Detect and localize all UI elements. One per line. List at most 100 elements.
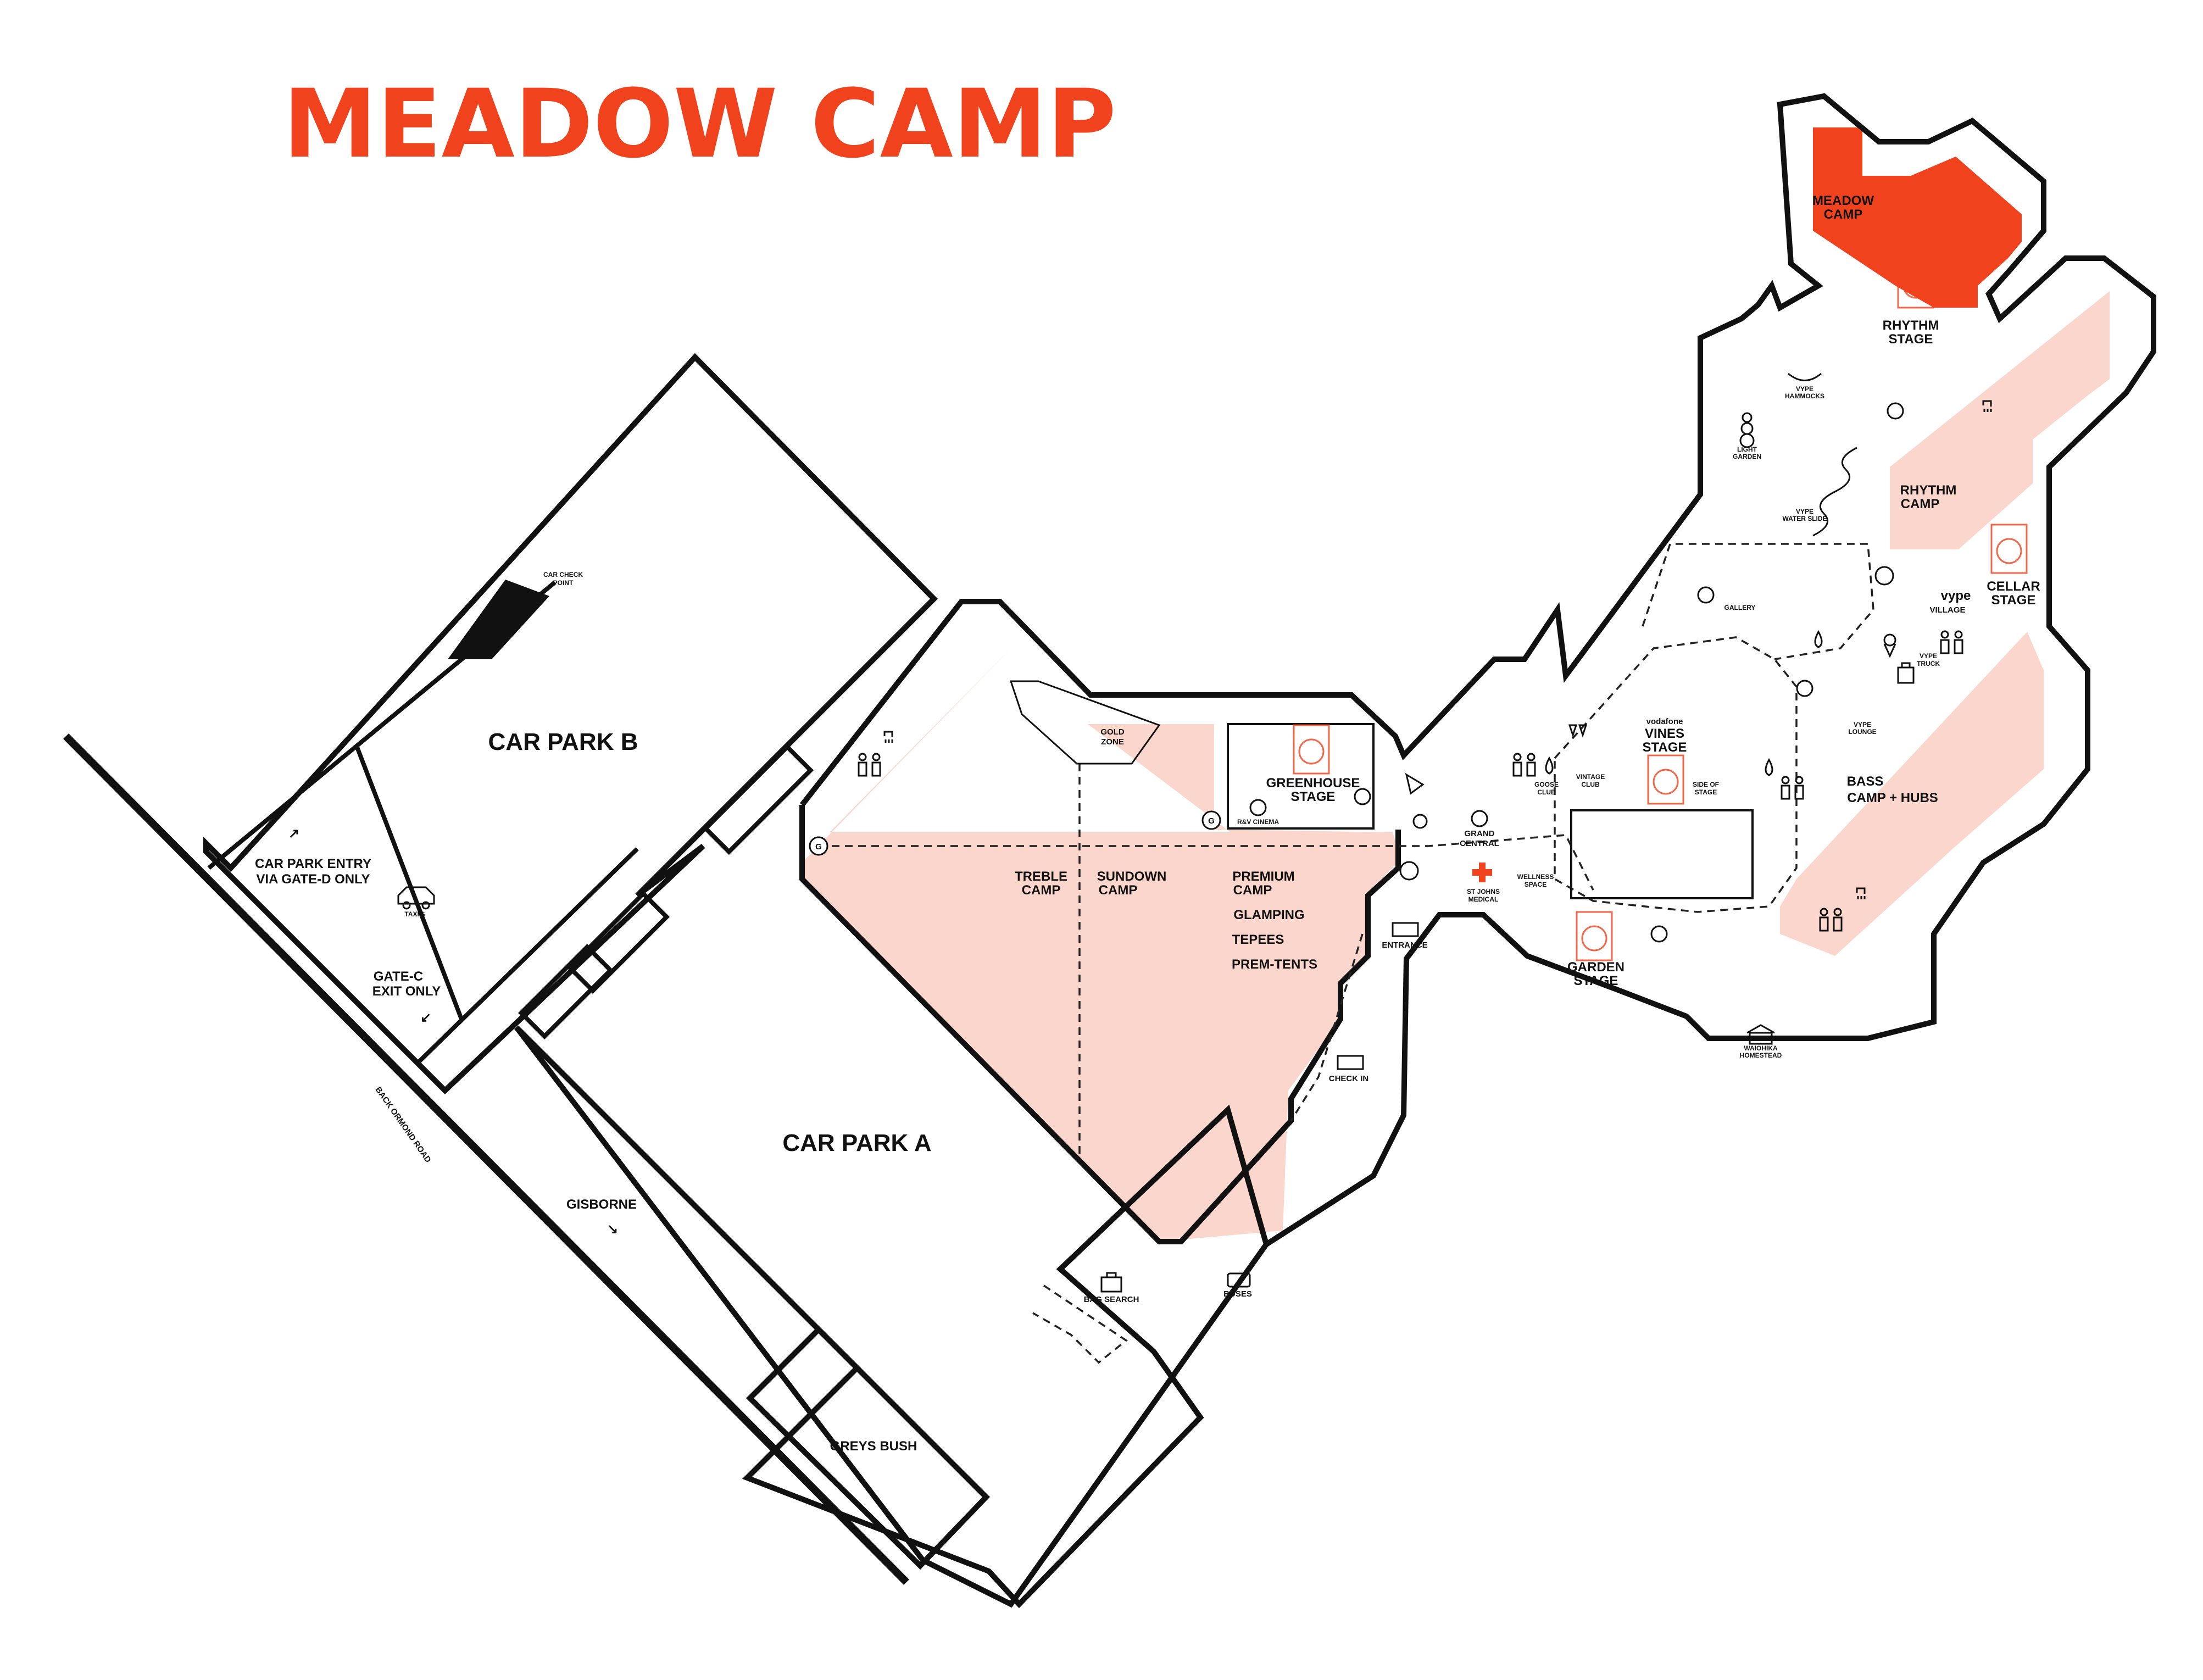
label-goose-club-2: CLUB <box>1537 788 1556 796</box>
info-icon <box>1887 402 1904 420</box>
homestead-icon <box>1746 1024 1775 1045</box>
speaker-icon <box>1647 754 1684 805</box>
label-vines-brand: vodafone <box>1646 717 1683 726</box>
money-icon <box>1874 566 1894 586</box>
label-vype-village: VILLAGE <box>1929 605 1965 615</box>
label-car-check-1: CAR CHECK <box>543 571 583 578</box>
info-icon <box>1471 810 1488 827</box>
toilet-icon <box>858 753 881 777</box>
label-vines-stage-1: VINES <box>1645 726 1684 741</box>
medical-cross-icon <box>1472 863 1492 882</box>
label-check-in: CHECK IN <box>1329 1074 1369 1083</box>
label-bass-camp-1: BASS <box>1847 774 1884 789</box>
money-icon <box>1399 861 1419 881</box>
cinema-icon <box>1249 799 1267 816</box>
taxi-icon <box>397 886 435 910</box>
toilet-icon <box>1940 630 1963 654</box>
treble-sundown-premium-zone <box>805 646 1401 1242</box>
label-light-garden-2: GARDEN <box>1733 453 1761 460</box>
label-cellar-stage-1: CELLAR <box>1987 579 2040 594</box>
label-sundown-camp-2: CAMP <box>1099 883 1138 898</box>
label-glamping: GLAMPING <box>1233 908 1304 922</box>
car-park-divider-1 <box>566 890 670 994</box>
label-taxis: TAXI'S <box>404 910 425 918</box>
label-garden-stage-1: GARDEN <box>1567 960 1625 975</box>
car-park-a-outline <box>514 1025 1270 1609</box>
ticket-icon <box>1392 922 1419 937</box>
label-vines-stage-2: STAGE <box>1643 740 1687 755</box>
label-vintage-club-1: VINTAGE <box>1576 773 1605 781</box>
speaker-icon <box>1897 258 1934 309</box>
label-car-park-b: CAR PARK B <box>488 728 638 755</box>
label-gold-zone-2: ZONE <box>1101 737 1124 747</box>
food-icon <box>1412 814 1428 829</box>
label-waiohika-1: WAIOHIKA <box>1744 1044 1778 1052</box>
arrow-entry-icon: ↗ <box>288 826 299 841</box>
label-wellness-1: WELLNESS <box>1517 873 1554 881</box>
path-north <box>1642 543 1874 660</box>
toilet-icon <box>1819 908 1843 932</box>
info-icon <box>1697 586 1715 604</box>
label-tepees: TEPEES <box>1232 932 1284 947</box>
label-side-of-stage-1: SIDE OF <box>1693 781 1719 788</box>
label-st-johns-2: MEDICAL <box>1468 895 1499 903</box>
gold-marker: G <box>1201 810 1221 830</box>
tree-icon <box>1739 412 1755 448</box>
label-rv-cinema: R&V CINEMA <box>1237 818 1279 826</box>
svg-text:G: G <box>1208 816 1215 826</box>
bus-icon <box>1227 1272 1251 1288</box>
label-greys-bush: GREYS BUSH <box>830 1439 917 1454</box>
ice-cream-icon <box>1883 633 1896 658</box>
label-vype-truck-1: VYPE <box>1920 652 1937 660</box>
map-title: MEADOW CAMP <box>283 69 1116 179</box>
label-grand-central-2: CENTRAL <box>1460 839 1499 848</box>
toilet-icon <box>1781 776 1804 800</box>
label-vype-hammocks-2: HAMMOCKS <box>1785 392 1824 400</box>
festival-boundary <box>800 93 2156 1247</box>
pizza-icon <box>1405 772 1425 795</box>
label-car-check-2: POINT <box>553 579 574 587</box>
info-icon <box>1796 680 1813 697</box>
label-vype-water-slide-1: VYPE <box>1796 508 1813 515</box>
label-premium-camp-1: PREMIUM <box>1232 869 1294 884</box>
car-park-b-outline <box>203 353 938 1094</box>
path-vines-loop <box>1554 636 1798 913</box>
label-wellness-2: SPACE <box>1525 881 1546 888</box>
speaker-icon <box>1576 911 1613 961</box>
label-vintage-club-2: CLUB <box>1581 781 1600 788</box>
label-greenhouse-stage-1: GREENHOUSE <box>1266 776 1360 791</box>
drink-icon <box>1568 724 1588 738</box>
back-ormond-road <box>63 733 909 1585</box>
bag-icon <box>1100 1272 1122 1293</box>
hammock-icon <box>1788 372 1822 381</box>
gate-c-lane <box>355 746 464 1020</box>
label-vype-lounge-1: VYPE <box>1854 721 1871 728</box>
vines-arena <box>1570 809 1754 899</box>
label-gate-c-1: GATE-C <box>374 969 423 984</box>
label-cellar-stage-2: STAGE <box>1991 593 2036 608</box>
label-premium-camp-2: CAMP <box>1233 883 1272 898</box>
label-vype-truck-2: TRUCK <box>1917 660 1940 667</box>
label-gallery: GALLERY <box>1724 604 1756 611</box>
car-check-point-block <box>448 580 549 659</box>
label-rhythm-stage-2: STAGE <box>1889 332 1933 347</box>
label-meadow-camp-2: CAMP <box>1824 207 1863 222</box>
greys-bush-outline <box>746 1325 990 1570</box>
path-main <box>819 834 1594 891</box>
meadow-camp-zone <box>1813 127 2022 308</box>
greenhouse-box <box>1227 723 1375 830</box>
water-drop-icon <box>1765 758 1773 776</box>
label-gate-c-2: EXIT ONLY <box>372 984 441 999</box>
label-sundown-camp-1: SUNDOWN <box>1097 869 1167 884</box>
speaker-icon <box>1990 524 2028 574</box>
shower-icon <box>1856 887 1866 899</box>
label-rhythm-camp-1: RHYTHM <box>1900 483 1957 498</box>
car-park-divider-2 <box>518 944 614 1039</box>
label-vype-lounge-2: LOUNGE <box>1848 728 1876 736</box>
rhythm-camp-zone <box>1890 291 2110 549</box>
ticket-icon <box>1337 1055 1364 1070</box>
arrow-exit-icon: ↙ <box>420 1010 431 1025</box>
water-slide-icon <box>1812 447 1857 537</box>
label-meadow-camp-1: MEADOW <box>1812 193 1874 208</box>
